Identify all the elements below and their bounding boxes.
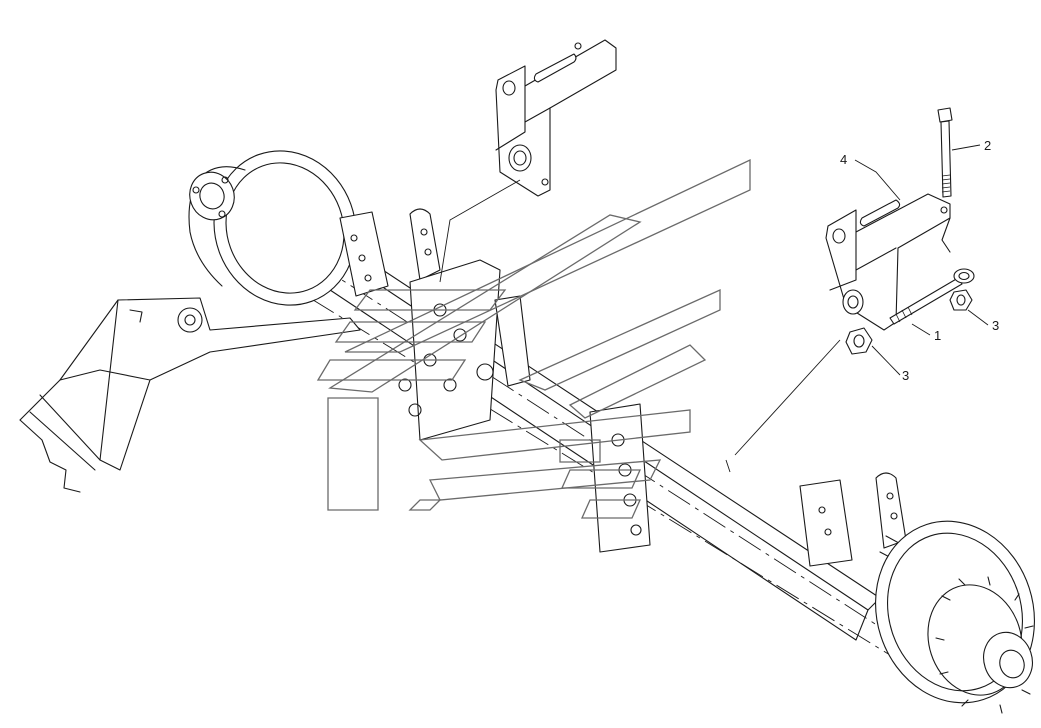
left-trailing-arm bbox=[19, 297, 361, 493]
right-spring-bracket bbox=[589, 403, 931, 573]
nut-part-3a bbox=[949, 289, 973, 311]
bracket-part-4 bbox=[825, 193, 951, 331]
callout-4: 4 bbox=[840, 152, 847, 167]
wheel-studs bbox=[935, 576, 1034, 714]
center-mount-plates bbox=[398, 259, 531, 441]
callout-1: 1 bbox=[934, 328, 941, 343]
nut-part-3b bbox=[845, 327, 873, 355]
assembly-leader-tick bbox=[725, 459, 731, 473]
left-brake-drum bbox=[188, 150, 357, 306]
callout-3-top: 3 bbox=[992, 318, 999, 333]
assembly-leader bbox=[734, 339, 841, 456]
callout-3-bottom: 3 bbox=[902, 368, 909, 383]
bolt-part-1 bbox=[889, 268, 975, 325]
callout-2: 2 bbox=[984, 138, 991, 153]
callout-leaders bbox=[854, 144, 989, 376]
bolt-part-2 bbox=[937, 107, 953, 198]
left-spring-bracket bbox=[339, 208, 441, 297]
axle-beam bbox=[239, 221, 901, 656]
exploded-bracket-top bbox=[439, 39, 617, 283]
watermark-logo bbox=[316, 158, 751, 519]
right-brake-drum bbox=[875, 520, 1035, 714]
